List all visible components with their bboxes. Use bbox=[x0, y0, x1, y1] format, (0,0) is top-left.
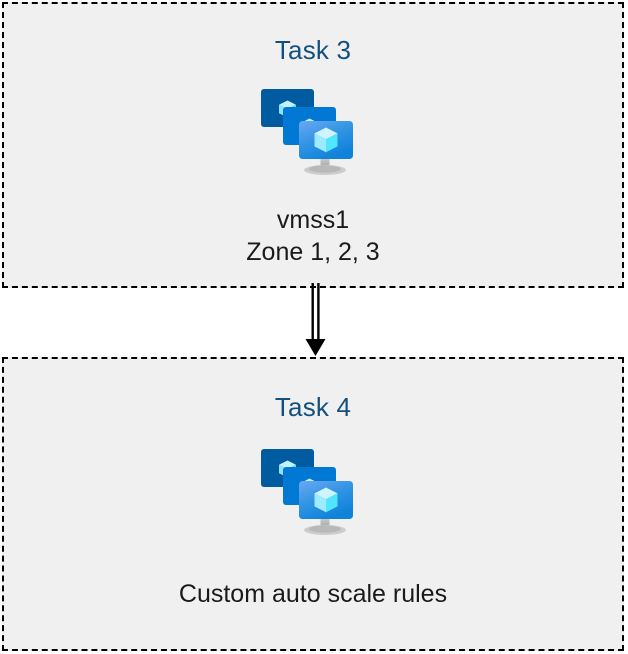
task-3-caption-line-2: Zone 1, 2, 3 bbox=[246, 238, 380, 266]
task-box-task-4: Task 4 bbox=[2, 357, 624, 651]
azure-vm-scale-set-icon bbox=[257, 445, 369, 546]
task-4-caption: Custom auto scale rules bbox=[179, 578, 447, 610]
task-3-title: Task 3 bbox=[274, 35, 352, 65]
task-3-caption-line-1: vmss1 bbox=[276, 206, 350, 234]
task-box-task-3: Task 3 bbox=[2, 2, 624, 288]
task-4-caption-line-1: Custom auto scale rules bbox=[178, 580, 448, 608]
azure-vm-scale-set-icon bbox=[257, 85, 369, 186]
task-3-caption: vmss1 Zone 1, 2, 3 bbox=[246, 204, 379, 268]
task-4-title: Task 4 bbox=[274, 392, 352, 422]
arrow-down-icon bbox=[305, 283, 326, 356]
